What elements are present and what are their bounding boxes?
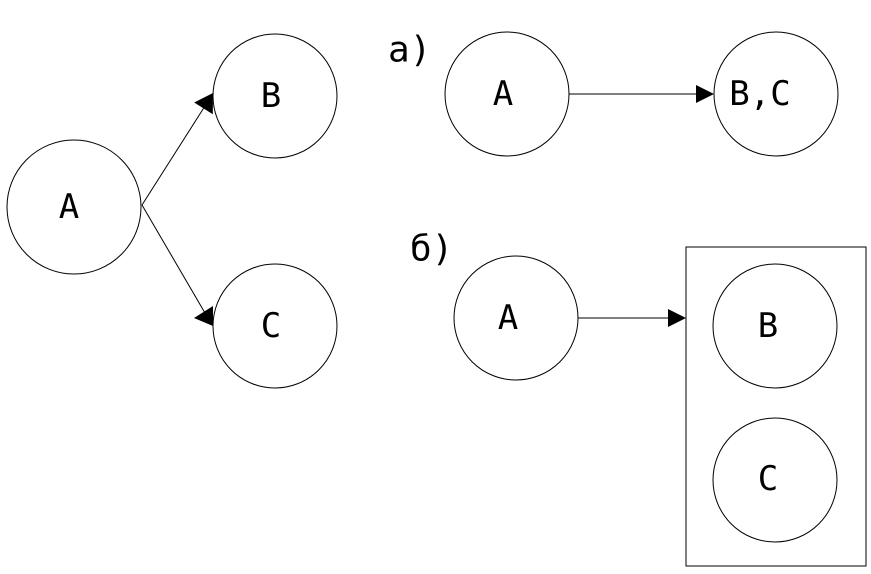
edge-a-to-c (141, 204, 206, 314)
variant-b-node-c-label: C (758, 459, 778, 499)
left-node-b-label: B (261, 76, 281, 116)
left-node-c (212, 263, 338, 389)
variant-a-node-a-label: A (493, 74, 513, 114)
variant-b-node-a-label: A (498, 298, 518, 338)
variant-b-label: б) (410, 229, 453, 270)
variant-b-node-b-label: B (758, 306, 778, 346)
left-node-a (6, 139, 142, 275)
variant-b-node-a (453, 255, 579, 381)
left-diagram: A B C (6, 33, 338, 389)
variant-b-node-c (712, 417, 838, 543)
arrowhead-a-to-c (194, 306, 213, 326)
arrowhead-a-to-b (194, 93, 213, 115)
variant-b-node-b (712, 263, 838, 389)
variant-b-diagram: б) A B C (410, 229, 867, 567)
variant-a-diagram: а) A B,C (388, 30, 839, 157)
arrowhead-a-to-bc (696, 85, 714, 103)
left-node-b (212, 33, 338, 159)
variant-a-node-a (444, 31, 570, 157)
variant-b-group-box (685, 246, 867, 567)
arrowhead-a-to-group (668, 309, 686, 327)
left-node-a-label: A (59, 187, 79, 227)
edge-a-to-b (141, 105, 206, 206)
left-node-c-label: C (261, 306, 281, 346)
variant-a-node-bc-label: B,C (729, 74, 790, 114)
variant-a-node-bc (713, 31, 839, 157)
variant-a-label: а) (388, 30, 431, 71)
